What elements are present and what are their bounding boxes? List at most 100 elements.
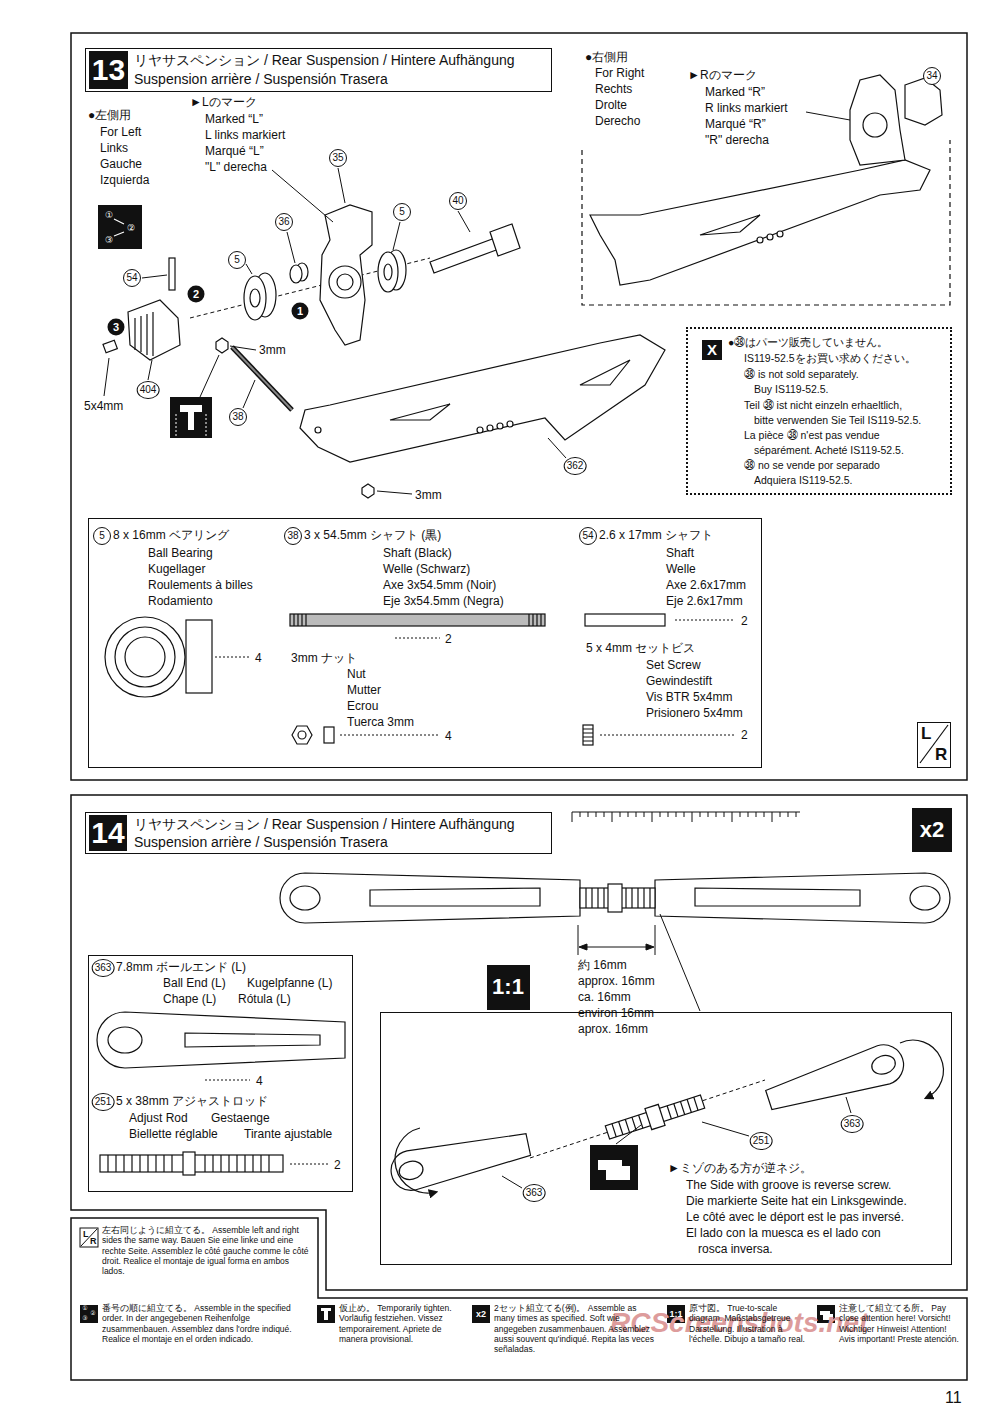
callout-number: 35 <box>329 149 347 167</box>
label-text: Links <box>100 141 128 155</box>
label-text: Ball Bearing <box>148 546 213 560</box>
label-text: Shaft (Black) <box>383 546 452 560</box>
label-text: 8 x 16mm ベアリング <box>113 528 229 542</box>
label-text: Eje 3x54.5mm (Negra) <box>383 594 504 608</box>
step-header: 14リヤサスペンション / Rear Suspension / Hintere … <box>85 812 552 854</box>
label-text: Prisionero 5x4mm <box>646 706 743 720</box>
parts-list: 3637.8mm ボールエンド (L)Ball End (L)Kugelpfan… <box>88 955 353 1192</box>
note-text: ㊳ is not sold separately. <box>744 368 859 381</box>
label-text: 約 16mm <box>578 958 627 972</box>
label-text: ca. 16mm <box>578 990 631 1004</box>
step-title: Suspension arrière / Suspensión Trasera <box>134 834 388 851</box>
icon-text: 1:1 <box>669 1309 682 1320</box>
note-text: bitte verwenden Sie Teil IS119-52.5. <box>754 414 921 427</box>
label-text: Marqué “L” <box>205 144 264 158</box>
callout-number: 40 <box>449 192 467 210</box>
leader-lines <box>104 86 930 494</box>
note-text: séparément. Acheté IS119-52.5. <box>754 444 904 457</box>
label-text: R links markiert <box>705 101 788 115</box>
icon-letter: R <box>90 1236 97 1247</box>
detail-box: 363251363►ミゾのある方が逆ネジ。The Side with groov… <box>380 1012 952 1265</box>
label-text: 4 <box>255 651 262 665</box>
callout-number: 251 <box>750 1132 773 1150</box>
label-text: Axe 3x54.5mm (Noir) <box>383 578 496 592</box>
legend-text: 仮止め。 Temporarily tighten. Vorläufig fest… <box>339 1303 464 1344</box>
note-text: Adquiera IS119-52.5. <box>754 474 852 487</box>
step-title: リヤサスペンション / Rear Suspension / Hintere Au… <box>134 816 515 833</box>
zoom-assembly <box>387 1040 943 1195</box>
label-text: Marked “R” <box>705 85 765 99</box>
order-number: 1 <box>292 303 309 320</box>
tighten-icon <box>170 397 212 438</box>
label-text: 3mm <box>259 343 286 357</box>
label-text: environ 16mm <box>578 1006 654 1020</box>
label-text: Tuerca 3mm <box>347 715 414 729</box>
label-text: Ball End (L) <box>163 976 226 990</box>
label-text: 2 <box>741 728 748 742</box>
icon-text: ① <box>82 1305 87 1312</box>
step-title: リヤサスペンション / Rear Suspension / Hintere Au… <box>134 52 515 69</box>
label-text: 5 x 4mm セットビス <box>586 641 695 655</box>
parts-drawings <box>105 614 735 745</box>
label-text: Derecho <box>595 114 640 128</box>
label-text: 3mm ナット <box>291 651 357 665</box>
label-text: 4 <box>445 729 452 743</box>
icon-text: ② <box>127 223 135 234</box>
icon-text: ① <box>105 210 113 221</box>
ruler <box>572 812 800 822</box>
label-text: Marked “L” <box>205 112 263 126</box>
label-text: ●左側用 <box>88 108 131 122</box>
note-text: ㊳ no se vende por separado <box>744 459 880 472</box>
icon-text: ③ <box>82 1315 87 1322</box>
label-text: 3 x 54.5mm シャフト (黒) <box>304 528 441 542</box>
callout-number: 5 <box>93 527 111 545</box>
page-panels <box>71 33 967 1380</box>
label-text: 2 <box>334 1158 341 1172</box>
label-text: 2 <box>741 614 748 628</box>
label-text: Izquierda <box>100 173 149 187</box>
order-number: 3 <box>108 319 125 336</box>
legend-text: 左右同じように組立てる。 Assemble left and right sid… <box>102 1225 312 1277</box>
pointer-icon <box>590 1145 638 1190</box>
icon-letter: R <box>935 745 947 765</box>
label-text: Welle (Schwarz) <box>383 562 470 576</box>
label-text: Kugellager <box>148 562 205 576</box>
label-text: Die markierte Seite hat ein Linksgewinde… <box>686 1194 907 1208</box>
callout-number: 5 <box>228 251 246 269</box>
label-text: ●右側用 <box>585 50 628 64</box>
icon-text: 1:1 <box>492 974 524 1000</box>
legend-text: 番号の順に組立てる。 Assemble in the specified ord… <box>102 1303 307 1344</box>
callout-number: 363 <box>841 1115 864 1133</box>
label-text: ►Lのマーク <box>190 95 257 109</box>
scale-icon: 1:1 <box>487 965 530 1010</box>
label-text: For Right <box>595 66 644 80</box>
step-number: 13 <box>89 51 128 89</box>
step-title: Suspension arrière / Suspensión Trasera <box>134 71 388 88</box>
label-text: Drolte <box>595 98 627 112</box>
repeat-icon: x2 <box>912 808 952 852</box>
step-header: 13 リヤサスペンション / Rear Suspension / Hintere … <box>85 48 552 92</box>
label-text: Eje 2.6x17mm <box>666 594 743 608</box>
label-text: Rodamiento <box>148 594 213 608</box>
label-text: 2.6 x 17mm シャフト <box>599 528 713 542</box>
left-hub-assembly <box>103 205 665 498</box>
label-text: ►ミゾのある方が逆ネジ。 <box>668 1161 812 1175</box>
label-text: aprox. 16mm <box>578 1022 648 1036</box>
callout-number: 363 <box>92 959 115 977</box>
label-text: El lado con la muesca es el lado con <box>686 1226 881 1240</box>
label-text: Kugelpfanne (L) <box>247 976 332 990</box>
parts-list: 58 x 16mm ベアリングBall BearingKugellagerRou… <box>88 518 762 768</box>
icon-letter: L <box>921 724 931 744</box>
callout-number: 404 <box>137 381 160 399</box>
order-icon <box>98 205 142 249</box>
label-text: For Left <box>100 125 141 139</box>
label-text: 3mm <box>415 488 442 502</box>
label-text: Biellette réglable <box>129 1127 218 1141</box>
right-hub-assembly <box>582 75 950 305</box>
label-text: Mutter <box>347 683 381 697</box>
icon-letter: L <box>83 1229 89 1240</box>
callout-number: 38 <box>284 527 302 545</box>
label-text: Shaft <box>666 546 694 560</box>
lr-icon: LR <box>917 722 951 768</box>
